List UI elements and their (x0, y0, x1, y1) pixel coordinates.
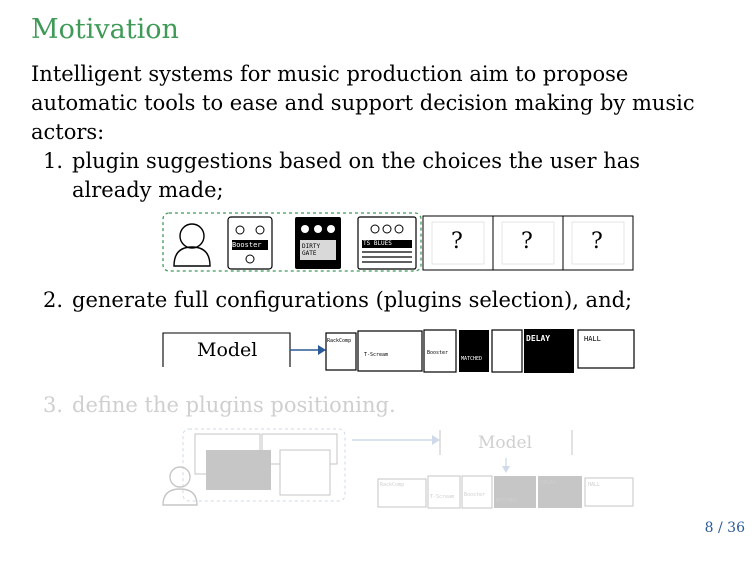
pedal-label: Booster (464, 492, 486, 498)
pedal-label: RackComp (327, 338, 352, 344)
pedal-label: MATCHED (496, 498, 518, 504)
pedal-label: HALL (584, 335, 601, 343)
pedal-label: RackComp (380, 482, 405, 488)
pedal-label: HALL (588, 482, 601, 488)
list-item-number: 1. (43, 149, 64, 173)
model-label: Model (197, 339, 258, 361)
arrow-icon (290, 345, 326, 355)
list-item-text: generate full configurations (plugins se… (72, 288, 633, 312)
dirty-gate-label: DIRTY GATE (302, 243, 321, 257)
list-item: 1. plugin suggestions based on the choic… (43, 147, 723, 205)
positioning-figure (162, 428, 634, 509)
list-item-text: plugin suggestions based on the choices … (72, 149, 641, 202)
list-item-text: define the plugins positioning. (72, 393, 396, 417)
unknown-label: ? (451, 229, 463, 254)
list-item-number: 2. (43, 288, 64, 312)
pedal-label: T-Scream (364, 352, 389, 358)
unknown-label: ? (521, 229, 533, 254)
list-item-number: 3. (43, 393, 64, 417)
list-item: 2. generate full configurations (plugins… (43, 286, 723, 315)
user-icon (173, 223, 211, 267)
list-item: 3. define the plugins positioning. (43, 391, 723, 420)
ts-blues-label: TS BLUES (363, 240, 392, 247)
slide-title: Motivation (31, 14, 179, 45)
pedal-label: DELAY (526, 334, 551, 343)
pedal-label: MATCHED (461, 356, 483, 362)
model-label-faded: Model (478, 433, 533, 453)
pedal-label: Booster (427, 350, 449, 356)
booster-label: Booster (232, 241, 262, 249)
page-number: 8 / 36 (704, 520, 745, 536)
intro-paragraph: Intelligent systems for music production… (31, 62, 695, 144)
unknown-label: ? (591, 229, 603, 254)
pedal-label: DELAY (541, 480, 557, 486)
pedal-label: T-Scream (430, 494, 455, 500)
